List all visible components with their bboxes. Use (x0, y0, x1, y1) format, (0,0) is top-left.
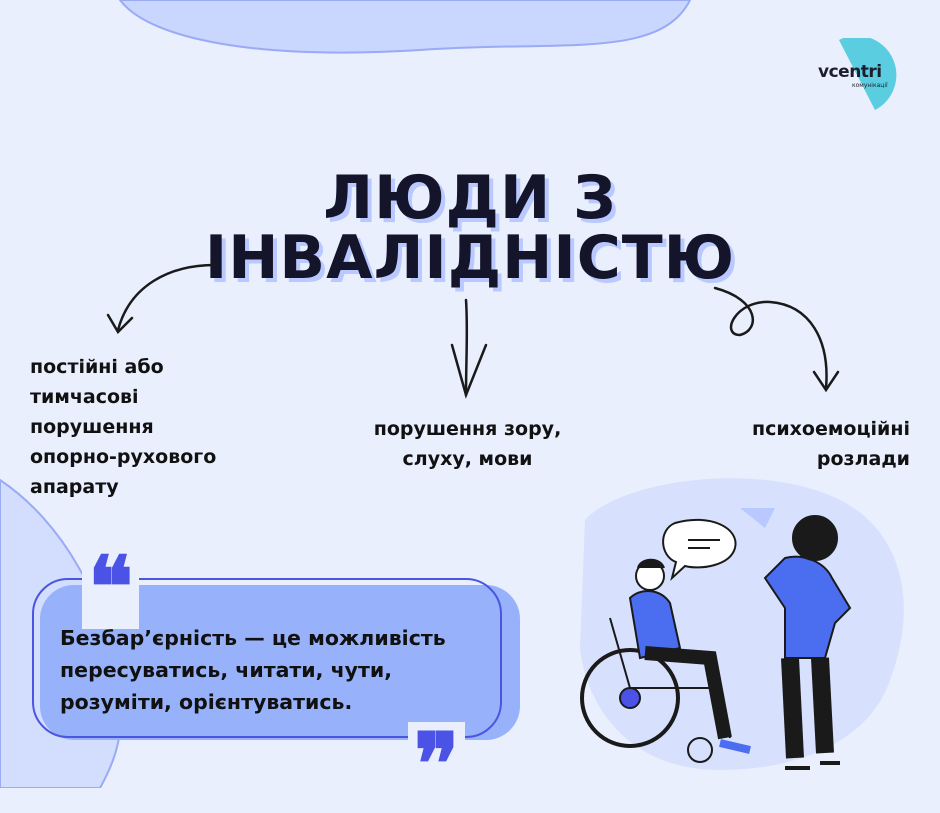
category-musculoskeletal: постійні або тимчасові порушення опорно-… (30, 352, 216, 502)
logo-shape (839, 38, 897, 110)
category-line: апарату (30, 476, 119, 498)
quote-line: Безбар’єрність — це можливість (60, 626, 446, 650)
quote-line: пересуватись, читати, чути, (60, 658, 393, 682)
category-psychoemotional: психоемоційні розлади (720, 414, 910, 474)
category-line: тимчасові (30, 386, 139, 408)
arrow-right-icon (713, 286, 828, 390)
arrow-left-icon (116, 263, 217, 332)
quote-text: Безбар’єрність — це можливість пересуват… (60, 622, 446, 718)
close-quote-icon: ❞ (408, 722, 466, 806)
category-line: порушення (30, 416, 154, 438)
page-title-line1: ЛЮДИ З (323, 163, 617, 233)
arrows (106, 263, 840, 399)
quote-line: розуміти, орієнтуватись. (60, 690, 353, 714)
illustration-people-talking (580, 508, 852, 770)
category-line: психоемоційні (751, 418, 910, 440)
wheelchair-wheel (580, 648, 680, 748)
arrow-center-icon (464, 298, 469, 397)
category-line: постійні або (30, 356, 164, 378)
logo-subtitle: комунікації (852, 82, 888, 89)
category-line: слуху, мови (402, 448, 533, 470)
category-line: опорно-рухового (30, 446, 217, 468)
page-title-line2: ІНВАЛІДНІСТЮ (204, 223, 736, 293)
open-quote-icon: ❝ (82, 545, 140, 629)
category-line: порушення зору, (373, 418, 562, 440)
person-seated-body (628, 590, 682, 660)
person-standing-body (763, 555, 852, 659)
category-line: розлади (816, 448, 910, 470)
logo-text: vcentri (818, 62, 882, 82)
category-sensory: порушення зору, слуху, мови (360, 414, 575, 474)
quote-outline (32, 578, 502, 738)
